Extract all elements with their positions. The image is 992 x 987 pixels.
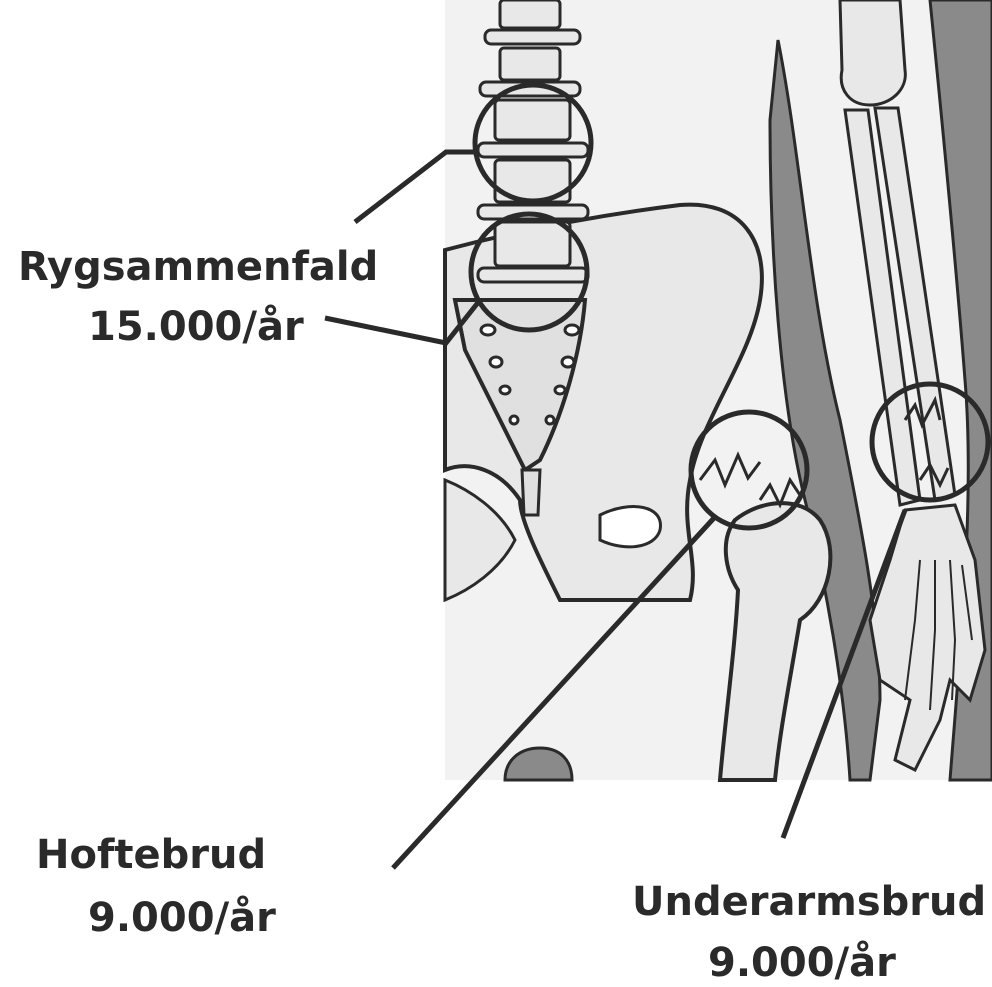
- hip-fracture-label: Hoftebrud: [36, 835, 266, 875]
- coccyx-bone: [522, 470, 540, 515]
- humerus-bone: [840, 0, 905, 105]
- spine-fracture-label: Rygsammenfald: [18, 247, 378, 287]
- forearm-fracture-rate: 9.000/år: [708, 943, 896, 983]
- pelvis-opening: [600, 507, 660, 547]
- hip-fracture-rate: 9.000/år: [88, 898, 276, 938]
- spine-fracture-rate: 15.000/år: [88, 307, 304, 347]
- forearm-fracture-label: Underarmsbrud: [632, 882, 986, 922]
